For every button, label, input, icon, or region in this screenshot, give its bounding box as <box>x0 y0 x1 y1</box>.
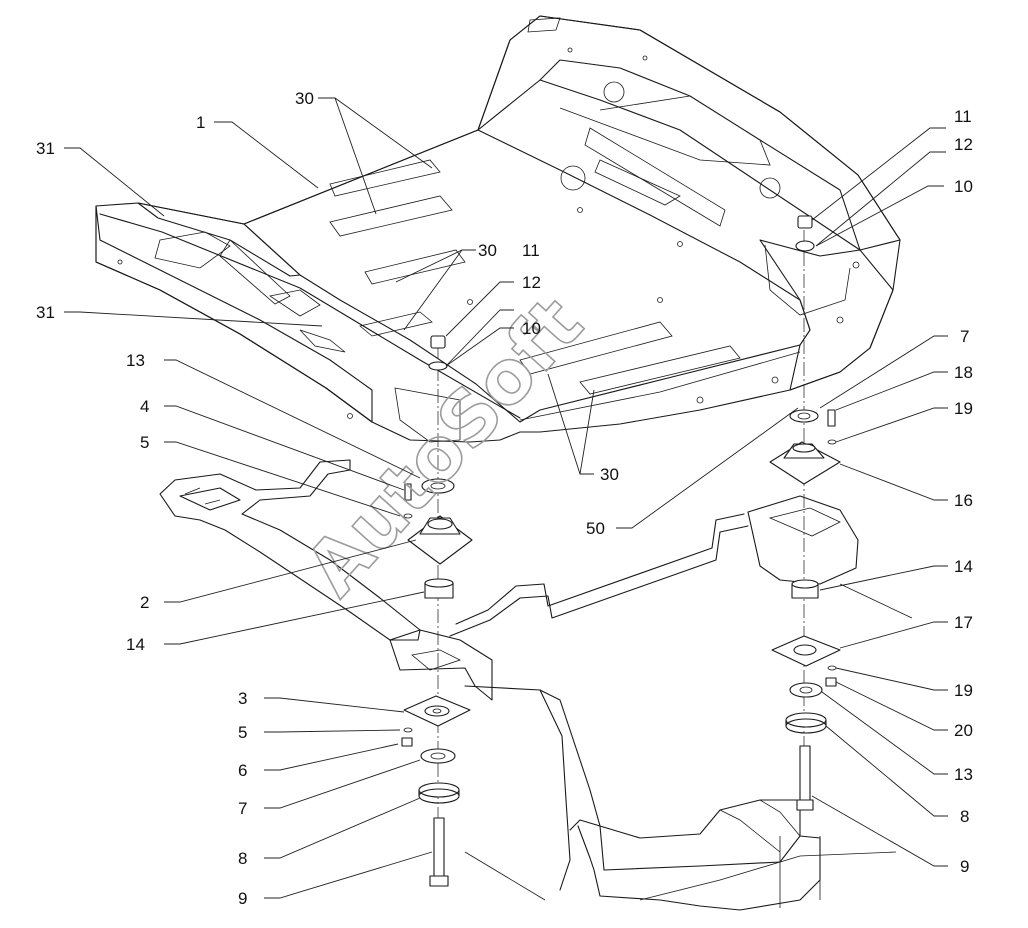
left-mount-stack <box>401 335 473 887</box>
callout-13-left: 13 <box>126 351 145 370</box>
callout-20: 20 <box>954 721 973 740</box>
callout-6: 6 <box>238 761 247 780</box>
callout-19-lower: 19 <box>954 681 973 700</box>
right-mount-stack <box>769 215 841 811</box>
callout-9-left: 9 <box>238 889 247 908</box>
callout-8-right: 8 <box>960 807 969 826</box>
callout-labels: 1 30 31 11 12 10 30 11 12 31 10 13 4 5 2… <box>36 89 973 908</box>
callout-31-upper: 31 <box>36 139 55 158</box>
callout-19-upper: 19 <box>954 399 973 418</box>
callout-17: 17 <box>954 613 973 632</box>
callout-4: 4 <box>140 397 149 416</box>
callout-1: 1 <box>196 113 205 132</box>
callout-12-right: 12 <box>954 135 973 154</box>
callout-5-upper: 5 <box>140 433 149 452</box>
callout-30-bottom: 30 <box>600 465 619 484</box>
callout-13-right: 13 <box>954 765 973 784</box>
callout-11-right: 11 <box>954 107 972 126</box>
callout-5-lower: 5 <box>238 723 247 742</box>
callout-14-right: 14 <box>954 557 973 576</box>
callout-12-left: 12 <box>522 273 541 292</box>
callout-14-left: 14 <box>126 635 145 654</box>
platform-frame <box>95 15 901 443</box>
callout-7-right: 7 <box>960 327 969 346</box>
callout-10-left: 10 <box>522 319 541 338</box>
callout-30-top: 30 <box>295 89 314 108</box>
callout-2: 2 <box>140 593 149 612</box>
callout-3: 3 <box>238 689 247 708</box>
callout-31-lower: 31 <box>36 303 55 322</box>
callout-16: 16 <box>954 491 973 510</box>
callout-11-left: 11 <box>522 241 540 260</box>
callout-18: 18 <box>954 363 973 382</box>
callout-8-left: 8 <box>238 849 247 868</box>
callout-50: 50 <box>586 519 605 538</box>
callout-9-right: 9 <box>960 857 969 876</box>
leader-lines <box>64 97 948 899</box>
callout-7-left: 7 <box>238 799 247 818</box>
callout-10-right: 10 <box>954 177 973 196</box>
lower-chassis <box>159 459 913 911</box>
callout-30-middle: 30 <box>478 241 497 260</box>
